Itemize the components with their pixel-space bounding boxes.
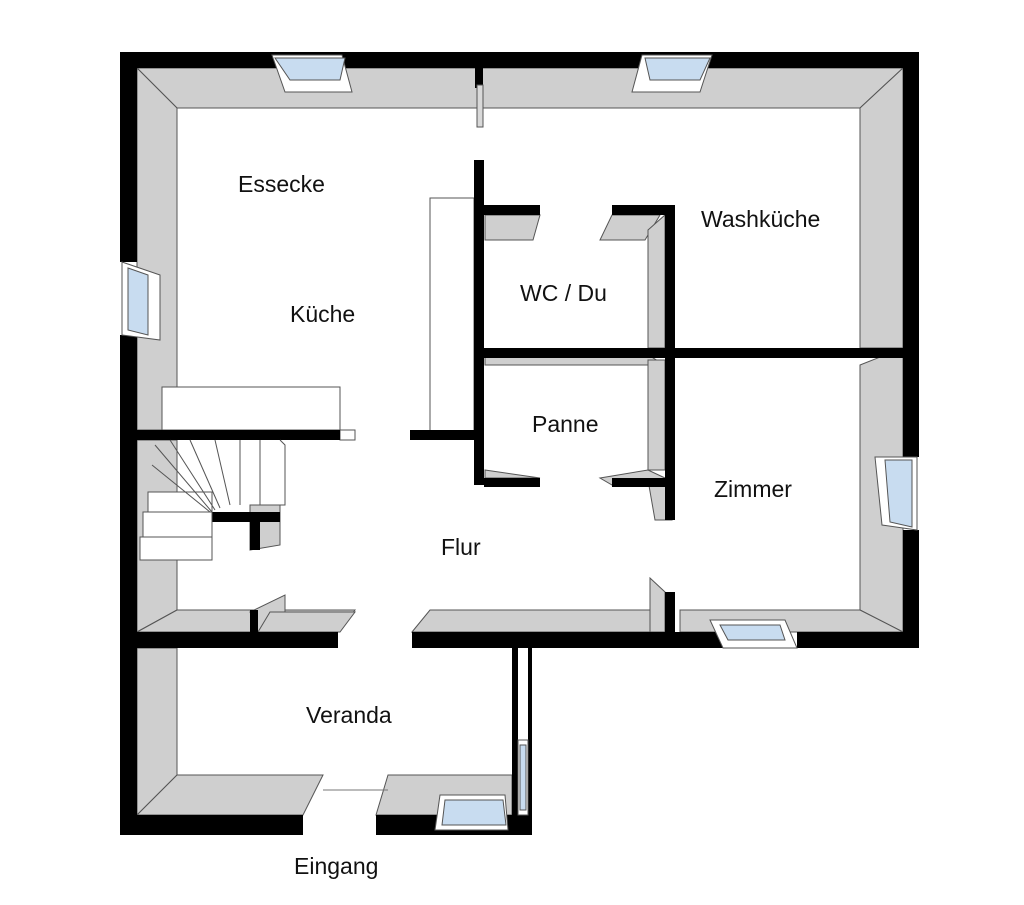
kitchen-cabinets: [161, 197, 475, 441]
door-top: [476, 84, 484, 128]
windows: [121, 54, 918, 831]
room-label-veranda: Veranda: [306, 702, 392, 728]
entrance-label: Eingang: [294, 853, 379, 879]
staircase: [139, 439, 286, 561]
room-label-panne: Panne: [532, 411, 599, 437]
room-label-flur: Flur: [441, 534, 481, 560]
room-label-washkueche: Washküche: [701, 206, 821, 232]
room-label-essecke: Essecke: [238, 171, 325, 197]
room-label-wc-du: WC / Du: [520, 280, 607, 306]
walls: [120, 52, 919, 835]
room-label-kueche: Küche: [290, 301, 356, 327]
room-label-zimmer: Zimmer: [714, 476, 792, 502]
